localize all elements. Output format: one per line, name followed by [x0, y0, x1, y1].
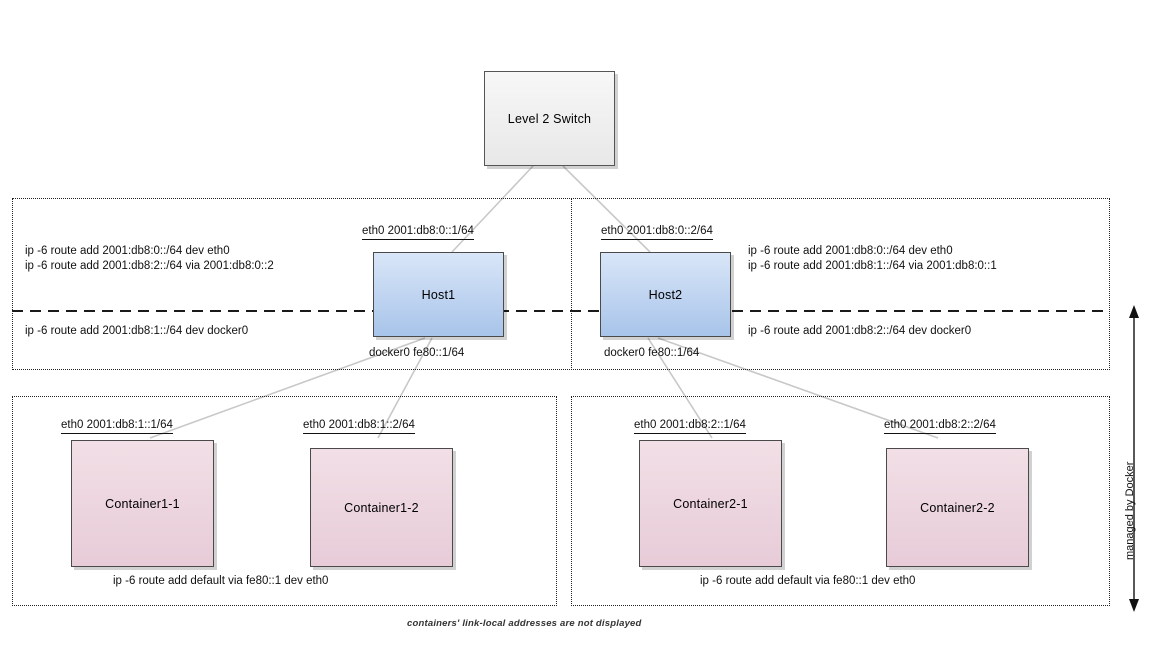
routes-host2-above-line1: ip -6 route add 2001:db8:0::/64 dev eth0: [748, 245, 953, 257]
routes-host1-above-line2: ip -6 route add 2001:db8:2::/64 via 2001…: [25, 260, 274, 272]
node-container2-2[interactable]: Container2-2: [886, 448, 1029, 567]
container2-2-label: Container2-2: [920, 500, 995, 515]
switch-label: Level 2 Switch: [507, 111, 592, 126]
label-host1-docker0: docker0 fe80::1/64: [369, 347, 465, 359]
routes-host2-below: ip -6 route add 2001:db8:2::/64 dev dock…: [748, 325, 972, 337]
node-container1-2[interactable]: Container1-2: [310, 448, 453, 567]
node-level-2-switch[interactable]: Level 2 Switch: [484, 71, 615, 166]
label-container1-2-eth0: eth0 2001:db8:1::2/64: [303, 418, 415, 434]
routes-host2-above-line2: ip -6 route add 2001:db8:1::/64 via 2001…: [748, 260, 997, 272]
node-host1[interactable]: Host1: [373, 252, 504, 337]
label-container1-1-eth0: eth0 2001:db8:1::1/64: [61, 418, 173, 434]
label-container2-1-eth0: eth0 2001:db8:2::1/64: [634, 418, 746, 434]
diagram-caption: containers' link-local addresses are not…: [407, 618, 642, 629]
routes-containers-left: ip -6 route add default via fe80::1 dev …: [113, 575, 329, 587]
label-host1-eth0: eth0 2001:db8:0::1/64: [362, 224, 474, 240]
routes-containers-right: ip -6 route add default via fe80::1 dev …: [700, 575, 916, 587]
host1-label: Host1: [421, 287, 456, 302]
routes-host1-below: ip -6 route add 2001:db8:1::/64 dev dock…: [25, 325, 249, 337]
container1-2-label: Container1-2: [344, 500, 419, 515]
node-container2-1[interactable]: Container2-1: [639, 440, 782, 567]
container1-1-label: Container1-1: [105, 496, 180, 511]
label-container2-2-eth0: eth0 2001:db8:2::2/64: [884, 418, 996, 434]
container2-1-label: Container2-1: [673, 496, 748, 511]
managed-by-docker-label: managed by Docker: [1124, 461, 1136, 560]
label-host2-eth0: eth0 2001:db8:0::2/64: [601, 224, 713, 240]
node-host2[interactable]: Host2: [600, 252, 731, 337]
label-host2-docker0: docker0 fe80::1/64: [604, 347, 700, 359]
routes-host1-above-line1: ip -6 route add 2001:db8:0::/64 dev eth0: [25, 245, 230, 257]
host2-label: Host2: [648, 287, 683, 302]
node-container1-1[interactable]: Container1-1: [71, 440, 214, 567]
